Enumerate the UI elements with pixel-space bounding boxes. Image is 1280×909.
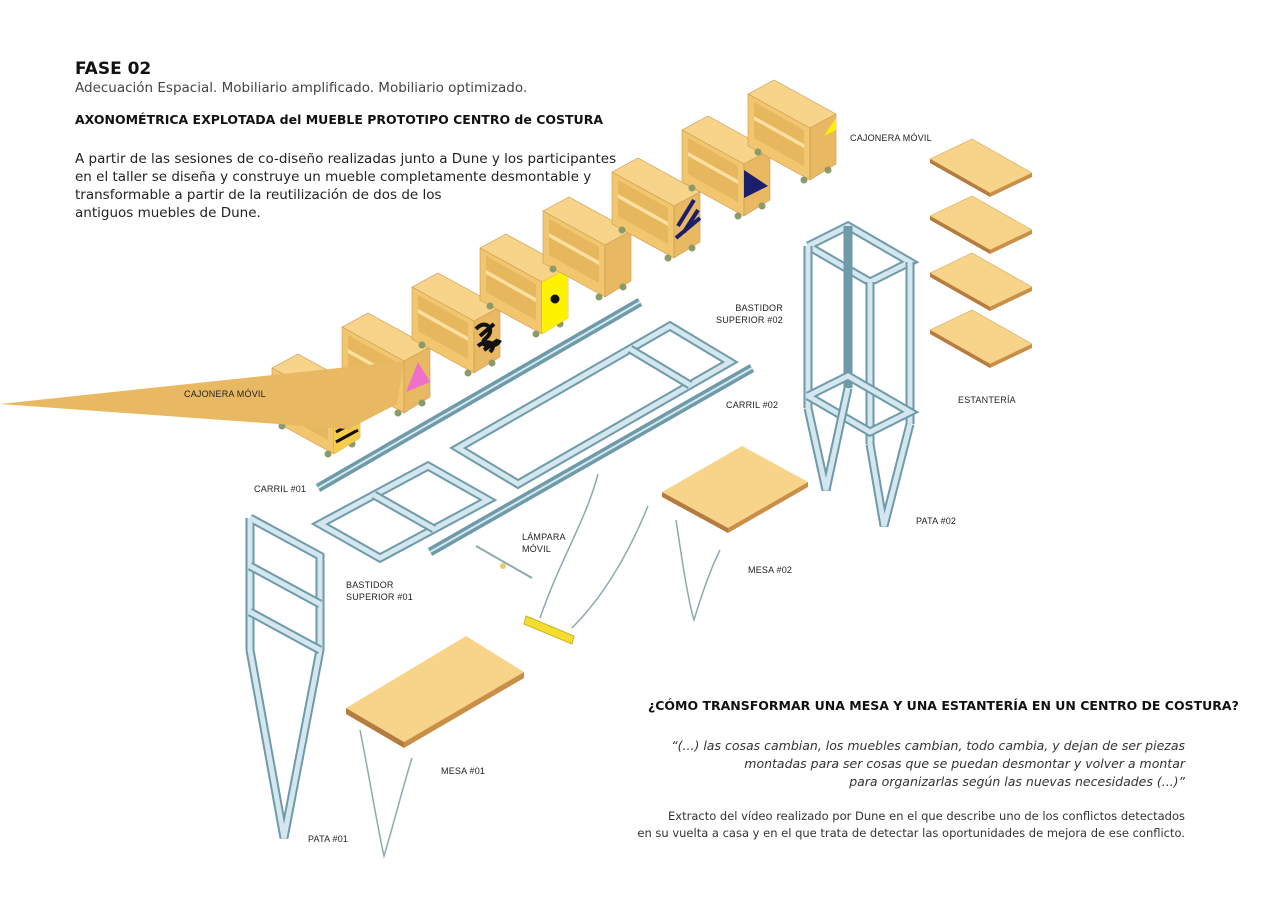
mesa-02 (662, 446, 808, 623)
label-carril-02: CARRIL #02 (726, 400, 779, 410)
lampara-movil (475, 473, 649, 645)
cajonera-4 (479, 233, 569, 338)
quote-block: “(...) las cosas cambian, los muebles ca… (671, 738, 1185, 789)
cajonera-8 (747, 79, 837, 184)
carril-01 (315, 298, 643, 492)
cajonera-2 (0, 312, 431, 430)
label-mesa-01: MESA #01 (441, 766, 486, 776)
pata-01 (245, 514, 325, 839)
label-carril-01: CARRIL #01 (254, 484, 307, 494)
cajonera-7 (681, 115, 771, 220)
bastidor-superior-01 (310, 460, 498, 564)
label-estanteria: ESTANTERÍA (958, 395, 1016, 405)
pata-02 (803, 220, 920, 528)
cajonera-6 (611, 157, 702, 262)
label-mesa-02: MESA #02 (748, 565, 793, 575)
label-cajonera-top: CAJONERA MÓVIL (850, 133, 932, 143)
question-heading: ¿CÓMO TRANSFORMAR UNA MESA Y UNA ESTANTE… (648, 698, 1239, 713)
phase-title: FASE 02 (75, 59, 152, 79)
mesa-01 (346, 636, 524, 859)
label-pata-01: PATA #01 (308, 834, 349, 844)
phase-subtitle: Adecuación Espacial. Mobiliario amplific… (75, 80, 528, 96)
estanteria-shelves (929, 138, 1033, 369)
carril-02 (427, 364, 755, 556)
bastidor-superior-02 (449, 320, 739, 490)
label-pata-02: PATA #02 (916, 516, 957, 526)
cajonera-3 (411, 272, 502, 377)
label-cajonera-left: CAJONERA MÓVIL (184, 389, 266, 399)
video-caption: Extracto del vídeo realizado por Dune en… (637, 809, 1185, 840)
section-heading: AXONOMÉTRICA EXPLOTADA del MUEBLE PROTOT… (75, 112, 603, 127)
intro-paragraph: A partir de las sesiones de co-diseño re… (75, 151, 617, 221)
